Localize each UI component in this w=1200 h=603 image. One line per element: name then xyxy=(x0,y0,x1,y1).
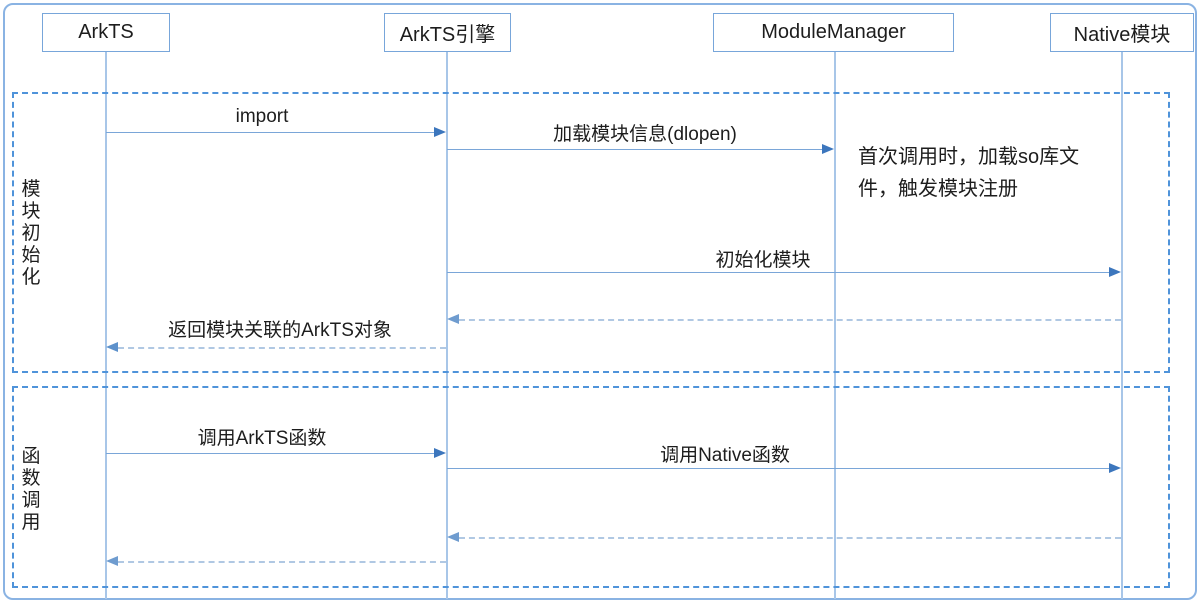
arrowhead-right-icon xyxy=(822,144,834,154)
arrow-line xyxy=(118,561,446,563)
message-label: 加载模块信息(dlopen) xyxy=(553,124,737,145)
arrowhead-right-icon xyxy=(1109,267,1121,277)
actor-label: ModuleManager xyxy=(761,21,906,43)
arrowhead-right-icon xyxy=(1109,463,1121,473)
note-first-call: 首次调用时，加载so库文件，触发模块注册 xyxy=(858,146,1080,200)
lifeline-native-module xyxy=(1121,52,1123,599)
actor-label: ArkTS xyxy=(78,21,134,43)
message-label: 调用Native函数 xyxy=(660,445,790,466)
frame-module-init-label: 模块初始化 xyxy=(21,179,41,288)
frame-function-call xyxy=(12,386,1170,588)
arrowhead-right-icon xyxy=(434,448,446,458)
arrow-line xyxy=(118,347,446,349)
arrowhead-left-icon xyxy=(106,342,118,352)
frame-module-init xyxy=(12,92,1170,373)
lifeline-arkts-engine xyxy=(446,52,448,599)
arrow-line xyxy=(459,537,1121,539)
message-label: 初始化模块 xyxy=(715,250,811,271)
message-label: 调用ArkTS函数 xyxy=(197,428,327,449)
message-label: import xyxy=(235,106,289,127)
actor-arkts-engine: ArkTS引擎 xyxy=(384,13,511,52)
arrow-line xyxy=(447,149,822,150)
arrow-line xyxy=(447,468,1109,469)
frame-function-call-label: 函数调用 xyxy=(21,446,41,533)
arrowhead-left-icon xyxy=(447,314,459,324)
arrow-line xyxy=(447,272,1109,273)
actor-label: Native模块 xyxy=(1073,24,1171,46)
actor-label: ArkTS引擎 xyxy=(399,24,496,46)
actor-arkts: ArkTS xyxy=(42,13,170,52)
lifeline-modulemanager xyxy=(834,52,836,599)
arrowhead-right-icon xyxy=(434,127,446,137)
message-label: 返回模块关联的ArkTS对象 xyxy=(168,320,392,341)
arrow-line xyxy=(106,453,435,454)
arrowhead-left-icon xyxy=(106,556,118,566)
arrow-line xyxy=(459,319,1121,321)
actor-modulemanager: ModuleManager xyxy=(713,13,954,52)
arrow-line xyxy=(106,132,435,133)
arrowhead-left-icon xyxy=(447,532,459,542)
lifeline-arkts xyxy=(105,52,107,599)
actor-native-module: Native模块 xyxy=(1050,13,1194,52)
